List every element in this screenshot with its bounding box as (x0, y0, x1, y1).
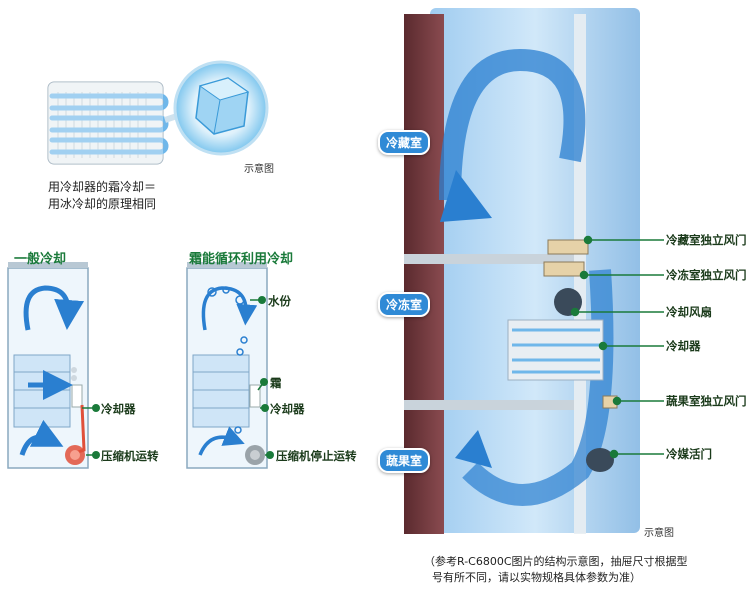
frosted-cooler-illustration (47, 81, 196, 165)
zone-label-freezer: 冷冻室 (378, 292, 431, 317)
left-label-cooler: 冷却器 (101, 402, 136, 416)
frost-cycle-cooling-diagram (186, 262, 274, 469)
left-label-compressor: 压缩机运转 (101, 449, 159, 463)
mid-label-moisture: 水份 (268, 294, 291, 308)
schematic-note-fridge: 示意图 (644, 528, 674, 539)
cooler-frost-caption-line1: 用冷却器的霜冷却＝ (48, 180, 157, 194)
callout-cooler: 冷却器 (666, 339, 701, 353)
normal-cooling-diagram (7, 262, 100, 469)
mid-label-cooler: 冷却器 (270, 402, 305, 416)
frost-cycle-title: 霜能循环利用冷却 (189, 252, 294, 267)
mid-label-frost: 霜 (270, 376, 282, 390)
footnote-line2: 号有所不同，请以实物规格具体参数为准） (432, 571, 641, 584)
footnote-line1: （参考R-C6800C图片的结构示意图，抽屉尺寸根据型 (424, 555, 688, 568)
callout-cooling-fan: 冷却风扇 (666, 305, 712, 319)
callout-fridge-damper: 冷藏室独立风门 (666, 233, 747, 247)
normal-cooling-title: 一般冷却 (14, 252, 67, 267)
callout-refrigerant-valve: 冷媒活门 (666, 447, 712, 461)
mid-label-compressor: 压缩机停止运转 (276, 449, 357, 463)
zone-label-fridge: 冷藏室 (378, 130, 431, 155)
ice-cube-illustration (173, 60, 269, 156)
refrigerator-cutaway (404, 8, 664, 534)
callout-freezer-damper: 冷冻室独立风门 (666, 268, 747, 282)
cooler-frost-caption-line2: 用冰冷却的原理相同 (48, 197, 157, 211)
zone-label-vegetable: 蔬果室 (378, 448, 431, 473)
callout-veg-damper: 蔬果室独立风门 (666, 394, 747, 408)
schematic-note-top: 示意图 (244, 164, 274, 175)
